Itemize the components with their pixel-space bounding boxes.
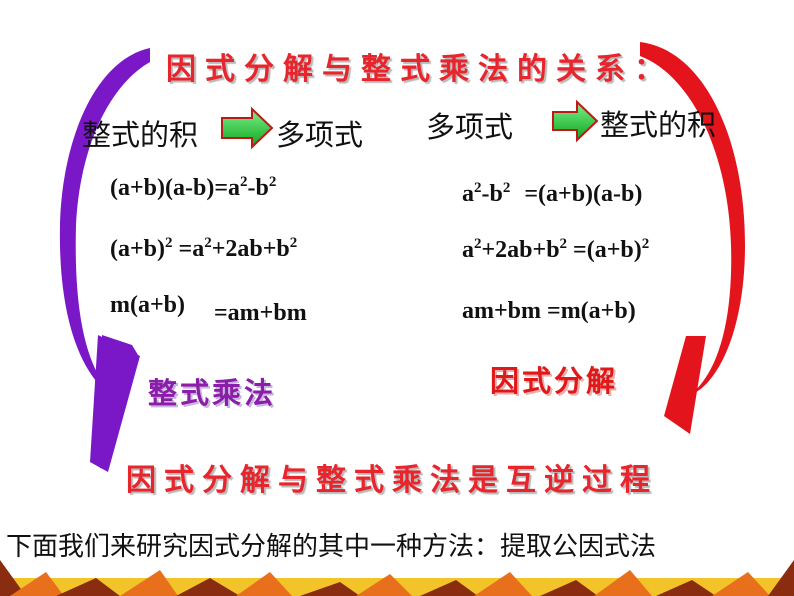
- right-from-label: 多项式: [426, 110, 514, 144]
- page-title: 因式分解与整式乘法的关系：: [166, 52, 673, 87]
- left-formula-3-lhs: m(a+b): [110, 292, 185, 318]
- right-formula-1: a2-b2 =(a+b)(a-b): [462, 180, 642, 208]
- green-arrow-left-icon: [221, 106, 274, 150]
- footer-band: [0, 560, 794, 596]
- left-formula-2-lhs: (a+b)2: [110, 235, 173, 262]
- right-formula-3-lhs: am+bm: [462, 298, 542, 324]
- left-process-label: 整式乘法: [148, 376, 277, 410]
- left-from-label: 整式的积: [82, 118, 199, 152]
- left-to-label: 多项式: [276, 118, 364, 152]
- bottom-text: 下面我们来研究因式分解的其中一种方法：提取公因式法: [6, 532, 657, 562]
- left-formula-1-lhs: (a+b)(a-b): [110, 175, 215, 201]
- left-formula-3-rhs: =am+bm: [214, 300, 307, 326]
- right-formula-3: am+bm =m(a+b): [462, 298, 636, 325]
- right-process-label: 因式分解: [490, 364, 619, 398]
- right-formula-2-lhs: a2+2ab+b2: [462, 236, 568, 263]
- right-to-label: 整式的积: [600, 108, 717, 142]
- right-formula-1-rhs: =(a+b)(a-b): [524, 181, 643, 207]
- right-formula-1-lhs: a2-b2: [462, 180, 511, 207]
- left-formula-1-rhs: =a2-b2: [214, 174, 277, 201]
- left-formula-1: (a+b)(a-b)=a2-b2: [110, 174, 276, 202]
- left-formula-2-rhs: =a2+2ab+b2: [178, 235, 298, 262]
- green-arrow-right-icon: [552, 99, 599, 143]
- right-formula-2: a2+2ab+b2 =(a+b)2: [462, 236, 649, 264]
- red-curved-arrow-icon: [640, 42, 745, 434]
- right-formula-2-rhs: =(a+b)2: [573, 236, 650, 263]
- right-formula-3-rhs: =m(a+b): [547, 298, 636, 324]
- left-formula-2: (a+b)2 =a2+2ab+b2: [110, 235, 297, 263]
- purple-curved-arrow-icon: [59, 48, 150, 472]
- conclusion-text: 因式分解与整式乘法是互逆过程: [126, 463, 658, 498]
